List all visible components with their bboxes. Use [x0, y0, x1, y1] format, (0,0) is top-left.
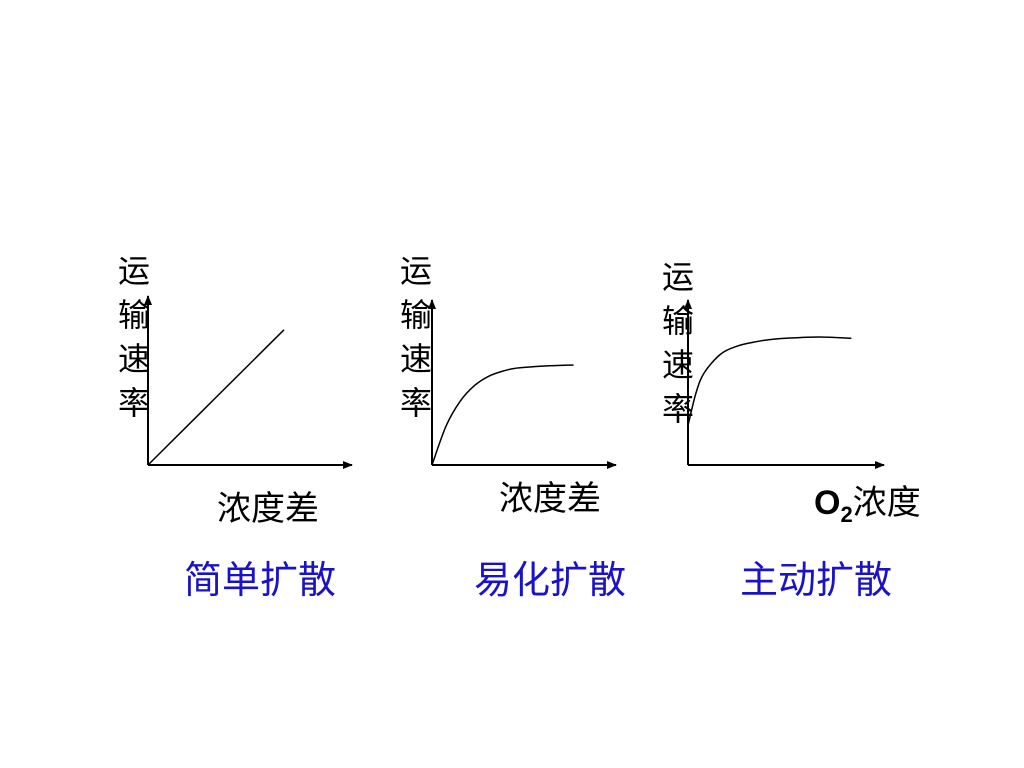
x-axis-label-o: O	[814, 484, 840, 522]
x-axis-label-subscript: 2	[840, 502, 852, 527]
chart-caption: 简单扩散	[184, 558, 336, 602]
y-axis-label-char: 输	[662, 302, 694, 340]
chart-caption: 主动扩散	[740, 558, 892, 602]
y-axis-label-char: 运	[662, 258, 694, 296]
y-axis-label-char: 率	[400, 384, 432, 422]
y-axis-label-char: 输	[400, 296, 432, 334]
y-axis-label-char: 运	[118, 252, 150, 290]
x-axis-label: 浓度差	[217, 489, 319, 529]
y-axis-label: 运输速率	[400, 252, 432, 422]
y-axis-label-char: 速	[118, 340, 150, 378]
y-axis-label-char: 运	[400, 252, 432, 290]
chart-active-transport: 运输速率 O2浓度 主动扩散	[662, 258, 921, 602]
chart-simple-diffusion: 运输速率 浓度差 简单扩散	[118, 252, 353, 602]
x-axis-label: O2浓度	[814, 483, 921, 527]
y-axis-label-char: 速	[662, 346, 694, 384]
x-axis-label: 浓度差	[499, 479, 601, 519]
x-axis-label-rest: 浓度	[853, 483, 921, 523]
y-axis-label-char: 输	[118, 296, 150, 334]
y-axis-label-char: 速	[400, 340, 432, 378]
y-axis-label-char: 率	[118, 384, 150, 422]
chart-facilitated-diffusion: 运输速率 浓度差 易化扩散	[400, 252, 626, 602]
y-axis-label: 运输速率	[662, 258, 694, 428]
series-line	[687, 336, 852, 426]
y-axis-label-char: 率	[662, 390, 694, 428]
chart-caption: 易化扩散	[474, 558, 626, 602]
series-line	[147, 329, 285, 466]
y-axis-label: 运输速率	[118, 252, 150, 422]
series-line	[431, 364, 574, 466]
